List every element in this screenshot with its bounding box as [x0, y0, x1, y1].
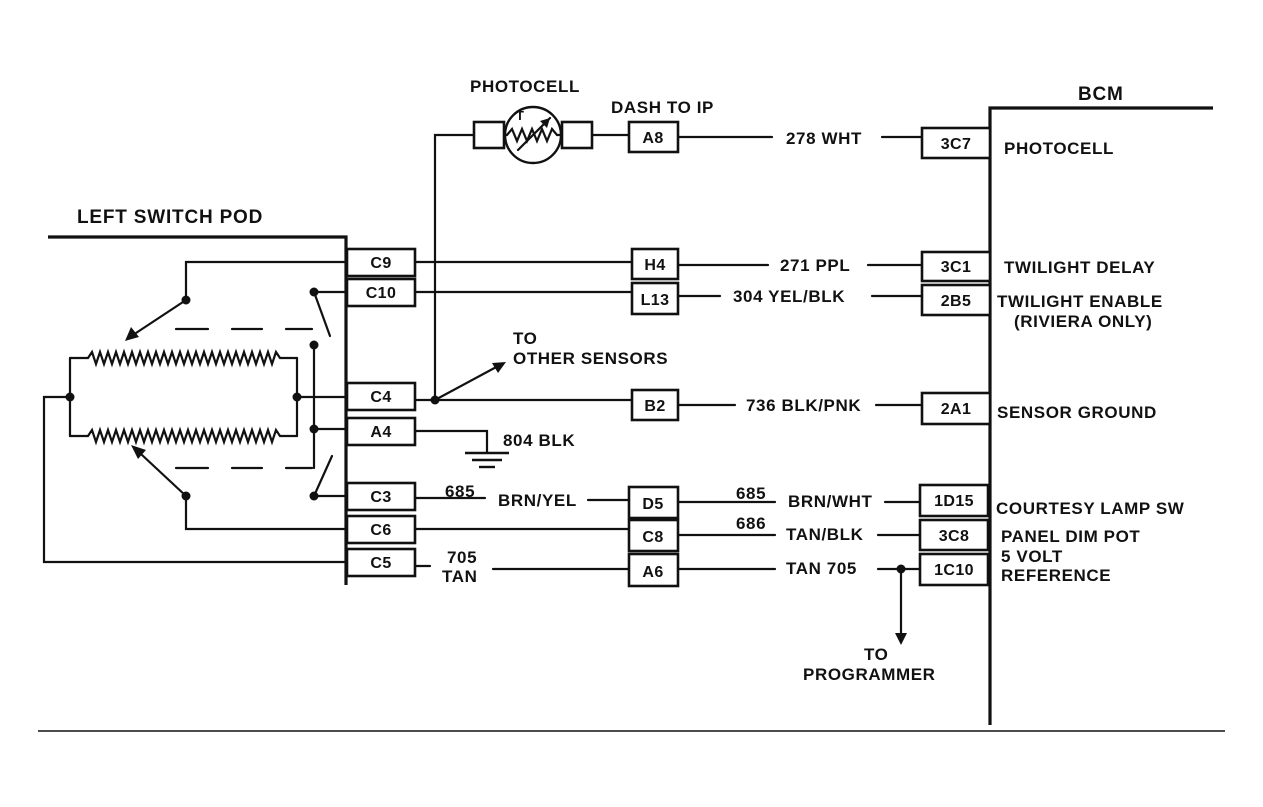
bcm-pin-2b5: [920, 283, 992, 317]
bcm-title: BCM: [1078, 84, 1124, 105]
bcm-pin-label: 3C1: [941, 259, 972, 276]
bcm-pin-label: 1C10: [934, 562, 974, 579]
mid-pin-c8: [627, 518, 680, 553]
wire-label-685a-color: BRN/YEL: [498, 491, 577, 510]
bcm-function-courtesy-lamp: COURTESY LAMP SW: [996, 499, 1185, 518]
photocell-ground-wire: [433, 133, 476, 402]
mid-pin-label: A6: [642, 564, 663, 581]
bcm-function-5-volt: 5 VOLT: [1001, 547, 1063, 566]
photocell-label: PHOTOCELL: [470, 77, 580, 96]
inline-connector: A8 H4 L13 B2 D5 C8 A6: [627, 120, 680, 588]
bcm-pin-label: 3C8: [939, 528, 970, 545]
switch-pod-outline: [48, 235, 348, 585]
pod-pin-label: C9: [370, 255, 391, 272]
pod-pin-c5: [345, 547, 417, 578]
lower-wiper-arrow-icon: [131, 445, 146, 459]
bcm-function-twilight-enable: TWILIGHT ENABLE: [997, 292, 1163, 311]
upper-wiper-arrow-icon: [125, 327, 139, 341]
photocell-arrowhead-icon: [540, 118, 550, 128]
bcm-connector: 3C7 3C1 2B5 2A1 1D15 3C8 1C10: [918, 126, 992, 587]
upper-wiper-arm: [134, 298, 188, 335]
mid-pin-a6: [627, 552, 680, 588]
wire-c6-wiper: [184, 496, 349, 531]
bcm-function-riviera-only: (RIVIERA ONLY): [1014, 312, 1152, 331]
bcm-pin-3c1: [920, 250, 992, 283]
dash-to-ip-label: DASH TO IP: [611, 98, 714, 117]
wire-label-271: 271 PPL: [780, 256, 850, 275]
mid-pin-label: C8: [642, 529, 663, 546]
wire-label-304: 304 YEL/BLK: [733, 287, 845, 306]
wire-label-686-num: 686: [736, 514, 766, 533]
upper-resistor-icon: [68, 348, 299, 368]
to-programmer-label-2: PROGRAMMER: [803, 665, 936, 684]
switch-pod-internals: [42, 260, 349, 564]
to-other-sensors-label-2: OTHER SENSORS: [513, 349, 668, 368]
arrow-down-icon: [895, 633, 907, 645]
wire-to-other-sensors: [433, 363, 502, 402]
lower-resistor-icon: [68, 426, 299, 446]
bcm-pin-3c7: [920, 126, 992, 160]
pod-pin-label: C4: [370, 389, 391, 406]
bcm-pin-label: 2A1: [941, 401, 972, 418]
wire-label-804: 804 BLK: [503, 431, 575, 450]
pod-connector: C9 C10 C4 A4 C3 C6 C5: [345, 247, 417, 578]
bcm-function-reference: REFERENCE: [1001, 566, 1111, 585]
wire-label-686-color: TAN/BLK: [786, 525, 864, 544]
to-programmer-label-1: TO: [864, 645, 889, 664]
mid-pin-label: A8: [642, 130, 663, 147]
wire-804: [413, 429, 489, 454]
pod-pin-label: C3: [370, 489, 391, 506]
wire-label-685b-num: 685: [736, 484, 766, 503]
left-switch-pod-title: LEFT SWITCH POD: [77, 207, 263, 228]
pod-pin-label: A4: [370, 424, 391, 441]
bcm-function-twilight-delay: TWILIGHT DELAY: [1004, 258, 1155, 277]
wire-label-705b: TAN 705: [786, 559, 857, 578]
bcm-function-photocell: PHOTOCELL: [1004, 139, 1114, 158]
photocell-resistor-icon: [502, 126, 564, 144]
mid-pin-label: H4: [644, 257, 665, 274]
lower-wiper-arm: [140, 453, 188, 498]
photocell-terminal-right: [560, 120, 594, 150]
bcm-pin-1d15: [918, 483, 990, 518]
lower-switch-blade: [312, 454, 334, 498]
wire-label-705a-num: 705: [447, 548, 477, 567]
wire-c9-wiper: [184, 260, 349, 300]
bcm-function-panel-dim: PANEL DIM POT: [1001, 527, 1140, 546]
mid-pin-label: L13: [641, 292, 670, 309]
wire-label-278: 278 WHT: [786, 129, 862, 148]
mid-pin-h4: [630, 247, 680, 281]
pod-pin-label: C6: [370, 522, 391, 539]
pod-pin-label: C10: [366, 285, 397, 302]
mid-pin-a8: [627, 120, 680, 154]
bcm-function-sensor-ground: SENSOR GROUND: [997, 403, 1157, 422]
arrow-icon: [492, 362, 506, 373]
wire-label-685b-color: BRN/WHT: [788, 492, 872, 511]
pod-pin-a4: [345, 416, 417, 447]
bcm-pin-label: 1D15: [934, 493, 974, 510]
ground-icon: [465, 451, 509, 469]
bcm-pin-1c10: [918, 552, 990, 587]
pod-pin-c3: [345, 481, 417, 512]
photocell-t-mark: T: [516, 108, 524, 123]
to-other-sensors-label-1: TO: [513, 329, 538, 348]
upper-switch-blade: [312, 290, 332, 338]
mid-pin-l13: [630, 281, 680, 316]
wire-to-c5: [42, 395, 349, 564]
wire-label-705a-color: TAN: [442, 567, 477, 586]
bcm-pin-label: 3C7: [941, 136, 972, 153]
photocell-terminal-left: [472, 120, 506, 150]
bcm-outline: [988, 106, 1213, 725]
mid-pin-label: D5: [642, 496, 663, 513]
bcm-pin-2a1: [920, 391, 992, 426]
wire-label-736: 736 BLK/PNK: [746, 396, 861, 415]
pod-pin-label: C5: [370, 555, 391, 572]
bcm-pin-label: 2B5: [941, 293, 972, 310]
wire-label-685a-num: 685: [445, 482, 475, 501]
mid-pin-label: B2: [644, 398, 665, 415]
